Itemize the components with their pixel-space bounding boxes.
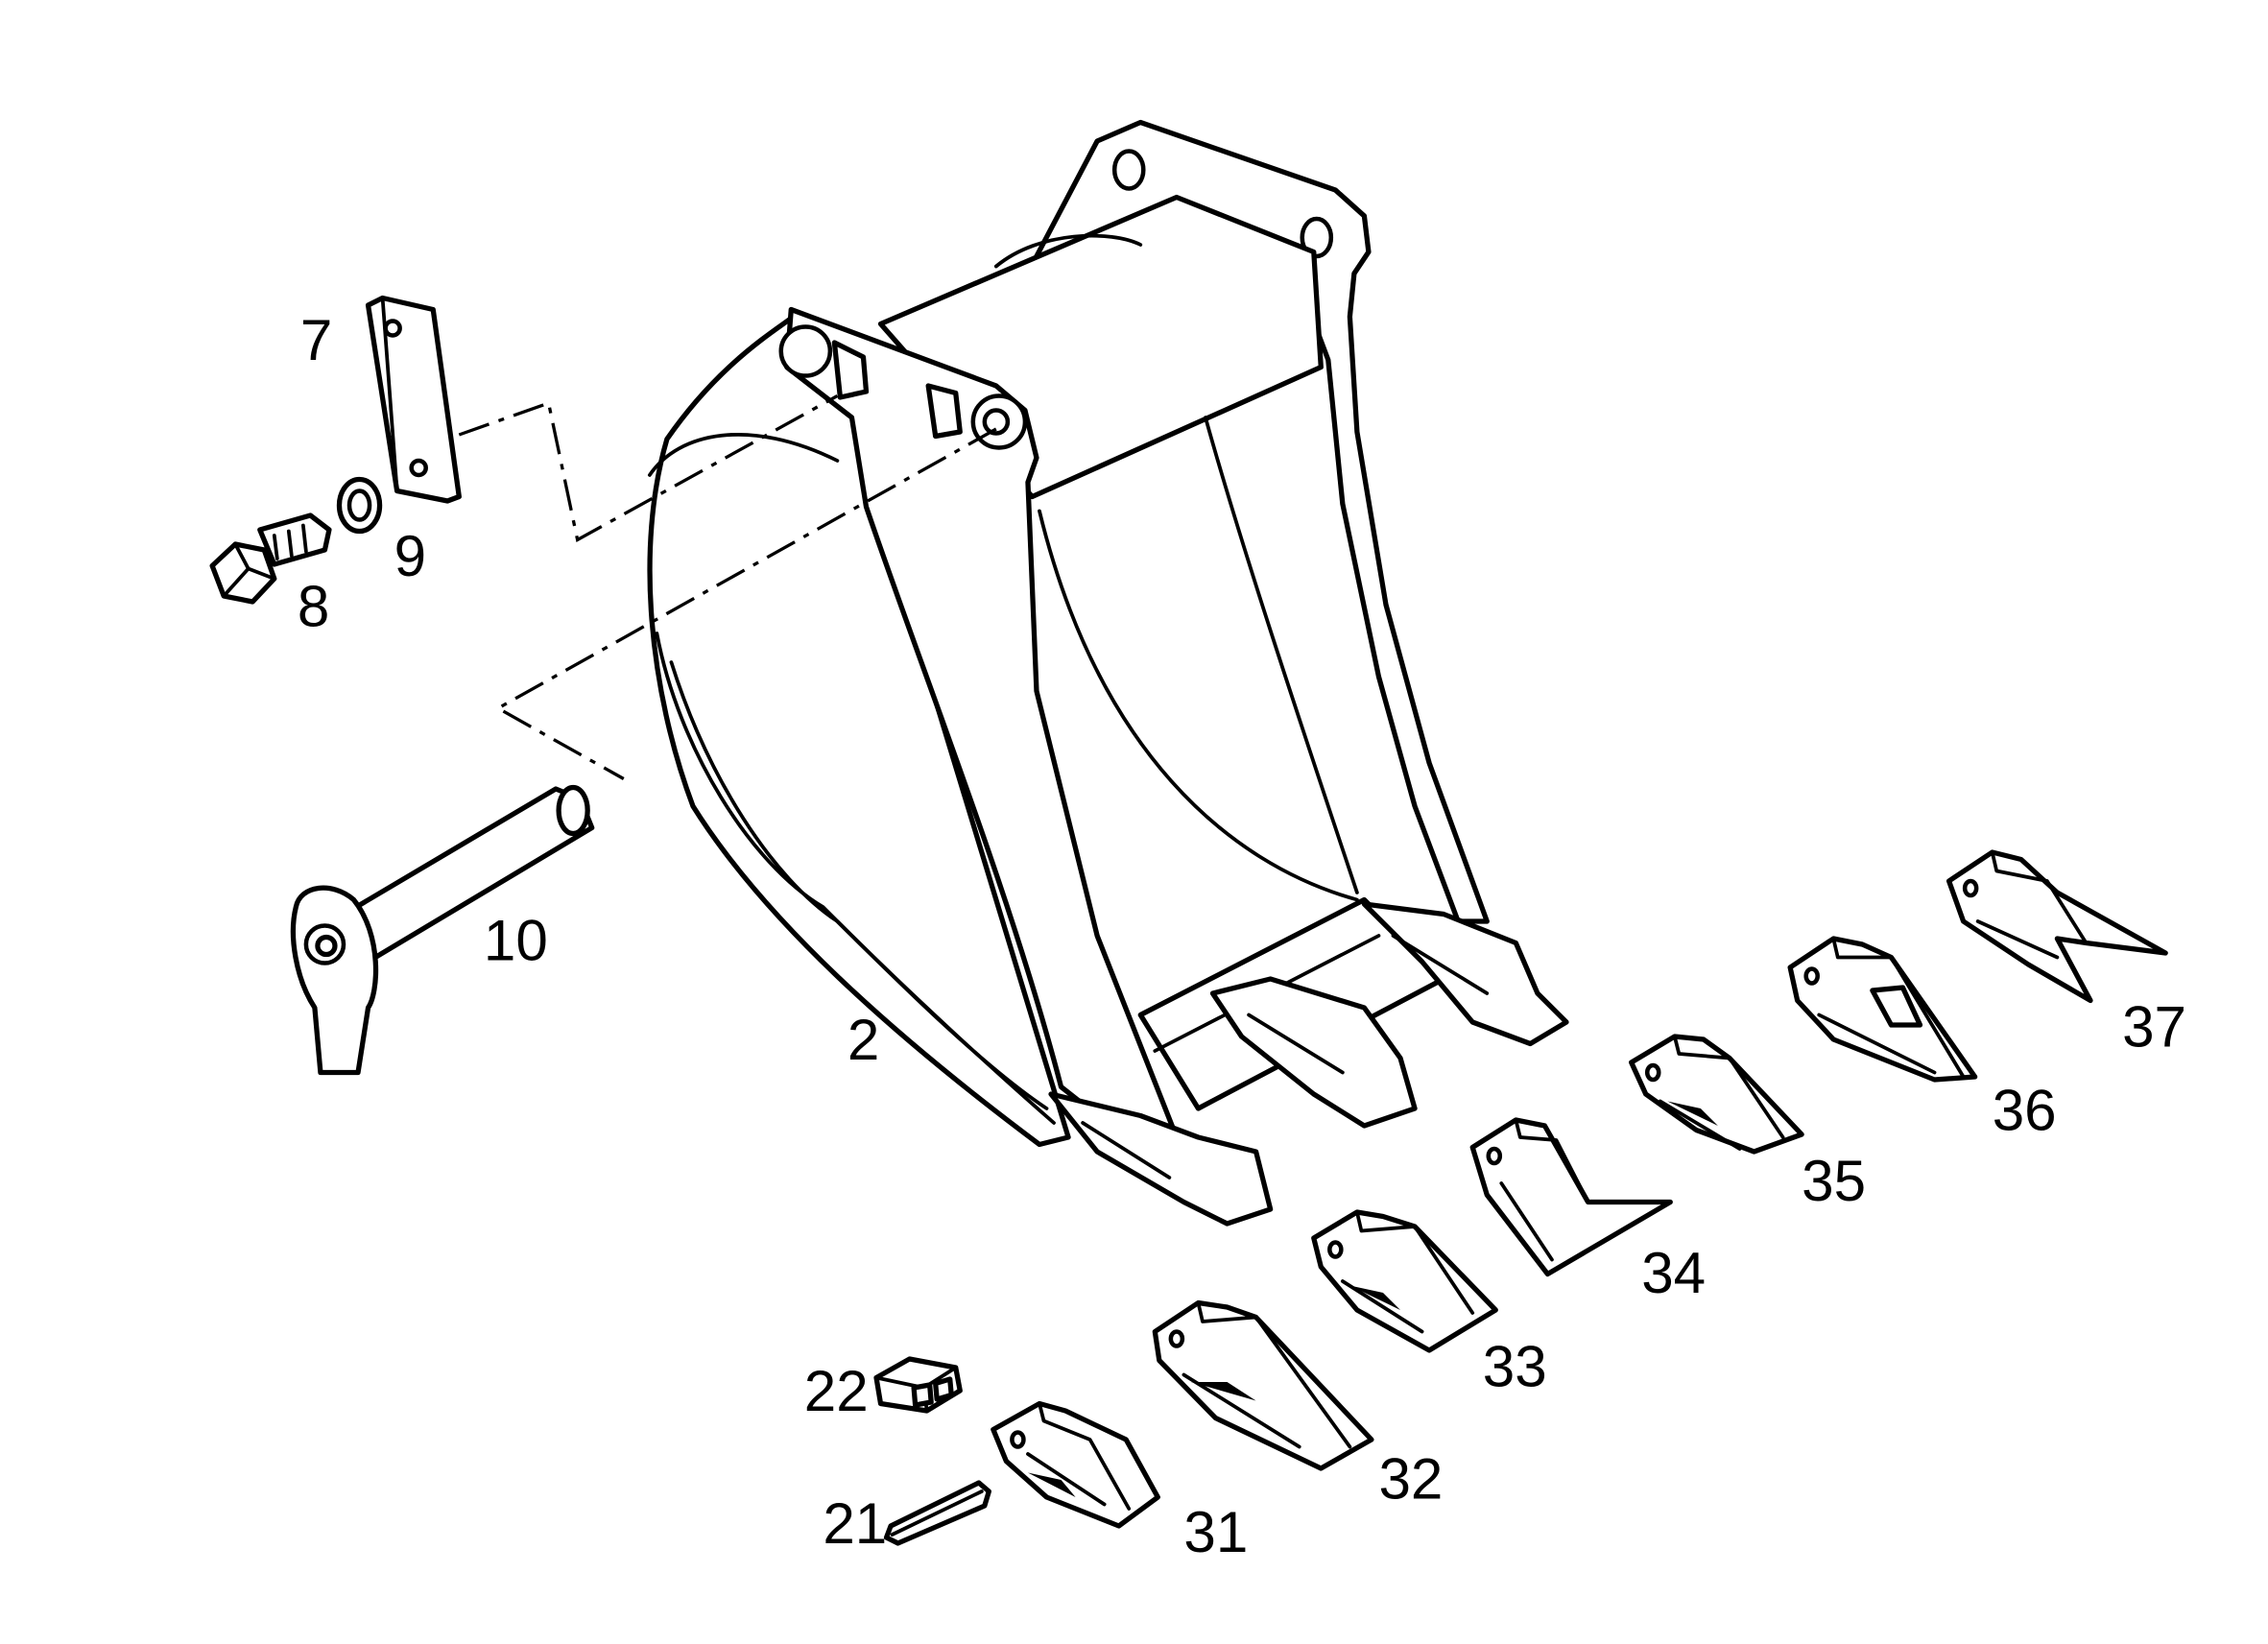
callout-labels: 7 9 8 10 2 22 21 31 32 33 34 35 36 37 bbox=[298, 308, 2186, 1564]
retainer-pin bbox=[883, 1480, 991, 1546]
callout-8: 8 bbox=[298, 575, 329, 639]
callout-7: 7 bbox=[300, 308, 332, 372]
callout-31: 31 bbox=[1183, 1500, 1248, 1564]
bucket bbox=[647, 119, 1569, 1227]
lock bbox=[873, 1356, 963, 1414]
callout-34: 34 bbox=[1641, 1241, 1706, 1305]
pin bbox=[290, 784, 595, 1076]
washer bbox=[336, 476, 383, 535]
callout-10: 10 bbox=[484, 909, 548, 973]
callout-32: 32 bbox=[1378, 1447, 1443, 1512]
tooth-32 bbox=[1152, 1299, 1374, 1471]
callout-35: 35 bbox=[1802, 1149, 1866, 1213]
callout-33: 33 bbox=[1483, 1335, 1547, 1399]
callout-2: 2 bbox=[848, 1008, 879, 1072]
leader-lines bbox=[458, 394, 997, 780]
plate bbox=[365, 295, 462, 504]
callout-22: 22 bbox=[804, 1359, 869, 1423]
callout-36: 36 bbox=[1993, 1079, 2057, 1143]
tooth-34 bbox=[1469, 1117, 1673, 1277]
tooth-37 bbox=[1946, 849, 2168, 1004]
tooth-36 bbox=[1787, 936, 1978, 1083]
callout-9: 9 bbox=[394, 524, 426, 588]
tooth-31 bbox=[991, 1400, 1160, 1529]
tooth-35 bbox=[1629, 1034, 1804, 1155]
tooth-33 bbox=[1311, 1209, 1498, 1353]
callout-21: 21 bbox=[823, 1491, 887, 1556]
callout-37: 37 bbox=[2122, 995, 2186, 1060]
bolt bbox=[209, 512, 332, 605]
